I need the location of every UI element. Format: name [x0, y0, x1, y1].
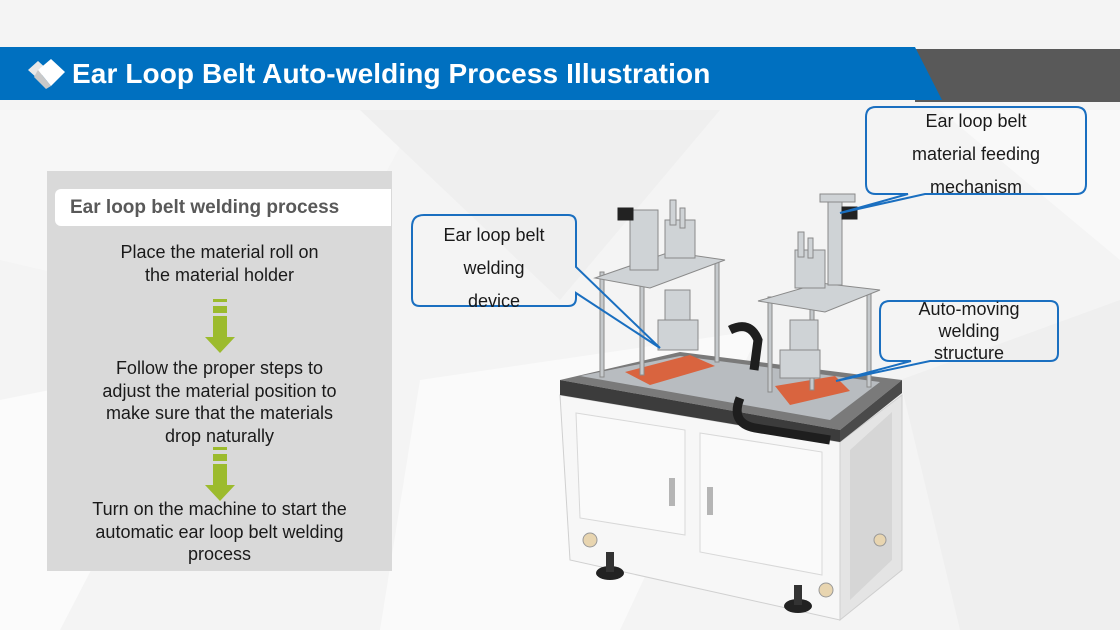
callout-line: welding: [938, 321, 1000, 341]
left-welding-station: [593, 199, 726, 378]
step-line: Turn on the machine to start the: [92, 499, 347, 519]
step-line: make sure that the materials: [105, 403, 334, 423]
welding-machine-illustration: [559, 193, 903, 622]
step-line: drop naturally: [164, 425, 275, 446]
diamond-tiles-icon: [28, 59, 65, 89]
down-arrow-icon: [205, 447, 235, 501]
callout-line: Ear loop belt: [443, 225, 545, 245]
header-band: [0, 47, 942, 100]
step-line: adjust the material position to: [102, 380, 337, 401]
step-line: process: [187, 544, 252, 564]
callout-feeding-mechanism: Ear loop belt material feeding mechanism: [866, 105, 1086, 204]
process-step-1: Place the material roll on the material …: [47, 241, 392, 286]
step-line: Follow the proper steps to: [115, 358, 324, 378]
process-step-2: Follow the proper steps to adjust the ma…: [47, 357, 392, 447]
callout-line: mechanism: [929, 177, 1023, 197]
callout-auto-moving: Auto-moving welding structure: [880, 298, 1058, 364]
step-line: the material holder: [144, 264, 295, 285]
callout-line: device: [467, 291, 521, 311]
process-step-3: Turn on the machine to start the automat…: [47, 498, 392, 566]
process-panel: Ear loop belt welding process Place the …: [47, 171, 392, 571]
machine-cabinet: [559, 393, 903, 622]
callout-line: welding: [463, 258, 525, 278]
callout-welding-device: Ear loop belt welding device: [412, 219, 576, 318]
right-welding-station: [757, 193, 881, 393]
page-title: Ear Loop Belt Auto-welding Process Illus…: [72, 58, 711, 89]
callout-line: structure: [933, 343, 1005, 363]
down-arrow-icon: [205, 299, 235, 353]
header-gray-band: [915, 49, 1120, 102]
callout-line: material feeding: [911, 144, 1041, 164]
step-line: automatic ear loop belt welding: [95, 521, 344, 542]
step-line: Place the material roll on: [120, 242, 319, 262]
callout-line: Ear loop belt: [925, 111, 1027, 131]
process-panel-title: Ear loop belt welding process: [70, 197, 340, 218]
callout-line: Auto-moving: [918, 299, 1020, 319]
process-panel-header: Ear loop belt welding process: [55, 189, 391, 226]
